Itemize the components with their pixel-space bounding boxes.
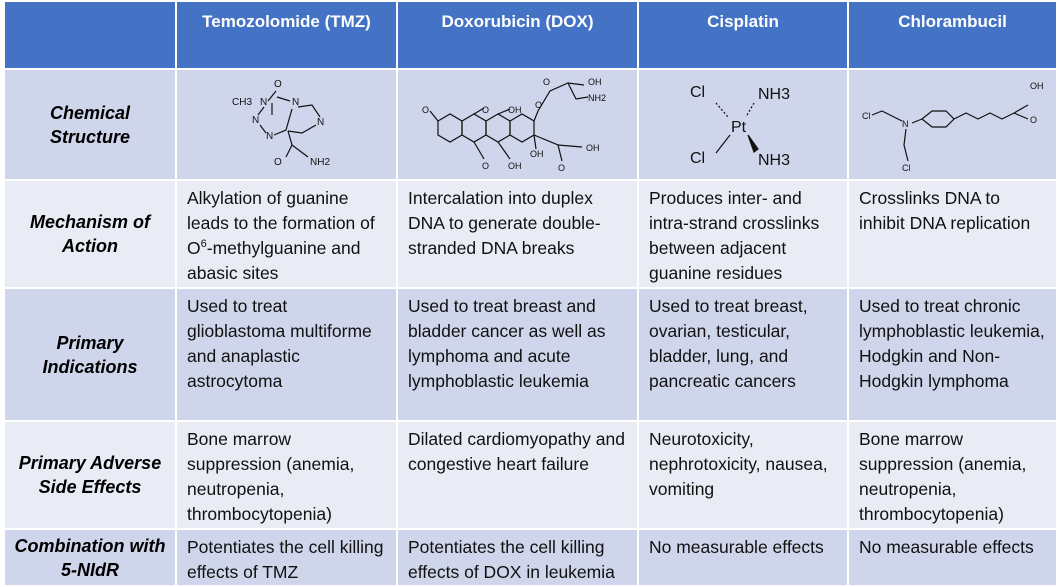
combination-doxorubicin: Potentiates the cell killing effects of … [396, 528, 639, 587]
tmz-n4-label: N [292, 97, 299, 108]
header-temozolomide: Temozolomide (TMZ) [175, 0, 398, 70]
dox-ring-o-label: O [543, 77, 550, 87]
adverse-temozolomide: Bone marrow suppression (anemia, neutrop… [175, 420, 398, 530]
tmz-n3-label: N [266, 131, 273, 142]
row-chemical-structure: Chemical Structure CH3 N O N N N N O NH2 [3, 68, 1058, 181]
row-label-structure: Chemical Structure [3, 68, 177, 181]
chl-o-label: O [1030, 115, 1037, 125]
tmz-n5-label: N [317, 117, 324, 128]
chl-cl2-label: Cl [902, 163, 911, 173]
structure-temozolomide: CH3 N O N N N N O NH2 [175, 68, 398, 181]
row-label-combination: Combination with 5-NIdR [3, 528, 177, 587]
structure-chlorambucil: Cl N Cl OH O [847, 68, 1058, 181]
mechanism-chlorambucil: Crosslinks DNA to inhibit DNA replicatio… [847, 179, 1058, 289]
row-mechanism: Mechanism of Action Alkylation of guanin… [3, 179, 1058, 289]
drug-comparison-table: Temozolomide (TMZ) Doxorubicin (DOX) Cis… [3, 0, 1058, 587]
row-indications: Primary Indications Used to treat gliobl… [3, 287, 1058, 422]
dox-quinone-bottom-o-label: O [482, 161, 489, 171]
row-label-indications: Primary Indications [3, 287, 177, 422]
cis-pt-label: Pt [731, 119, 747, 136]
indications-temozolomide: Used to treat glioblastoma multiforme an… [175, 287, 398, 422]
indications-doxorubicin: Used to treat breast and bladder cancer … [396, 287, 639, 422]
structure-doxorubicin: O O O OH OH O O OH NH2 OH O OH [396, 68, 639, 181]
dox-oh1-label: OH [508, 105, 522, 115]
dox-oh5-label: OH [586, 143, 600, 153]
cis-nh3b-label: NH3 [758, 152, 790, 169]
row-combination: Combination with 5-NIdR Potentiates the … [3, 528, 1058, 587]
tmz-n1-label: N [260, 97, 267, 108]
tmz-n2-label: N [252, 115, 259, 126]
dox-oh2-label: OH [508, 161, 522, 171]
cis-cl2-label: Cl [690, 150, 705, 167]
header-chlorambucil: Chlorambucil [847, 0, 1058, 70]
header-cisplatin: Cisplatin [637, 0, 849, 70]
mechanism-temozolomide: Alkylation of guanine leads to the forma… [175, 179, 398, 289]
header-blank [3, 0, 177, 70]
indications-cisplatin: Used to treat breast, ovarian, testicula… [637, 287, 849, 422]
adverse-cisplatin: Neurotoxicity, nephrotoxicity, nausea, v… [637, 420, 849, 530]
dox-ketone-o-label: O [558, 163, 565, 173]
header-doxorubicin: Doxorubicin (DOX) [396, 0, 639, 70]
chl-oh-label: OH [1030, 81, 1044, 91]
tmz-amide-o-label: O [274, 157, 282, 168]
dox-nh2-label: NH2 [588, 93, 606, 103]
combination-cisplatin: No measurable effects [637, 528, 849, 587]
dox-methoxy-o-label: O [422, 105, 429, 115]
temozolomide-structure-image: CH3 N O N N N N O NH2 [232, 79, 330, 168]
row-label-adverse: Primary Adverse Side Effects [3, 420, 177, 530]
dox-oh3-label: OH [588, 77, 602, 87]
adverse-doxorubicin: Dilated cardiomyopathy and congestive he… [396, 420, 639, 530]
header-row: Temozolomide (TMZ) Doxorubicin (DOX) Cis… [3, 0, 1058, 70]
dox-link-o-label: O [535, 100, 542, 110]
indications-chlorambucil: Used to treat chronic lymphoblastic leuk… [847, 287, 1058, 422]
cis-cl1-label: Cl [690, 84, 705, 101]
tmz-methyl-label: CH3 [232, 97, 252, 108]
row-adverse-effects: Primary Adverse Side Effects Bone marrow… [3, 420, 1058, 530]
mechanism-doxorubicin: Intercalation into duplex DNA to generat… [396, 179, 639, 289]
mechanism-cisplatin: Produces inter- and intra-strand crossli… [637, 179, 849, 289]
mechanism-tmz-superscript: 6 [200, 238, 207, 251]
combination-temozolomide: Potentiates the cell killing effects of … [175, 528, 398, 587]
doxorubicin-structure-image: O O O OH OH O O OH NH2 OH O OH [422, 77, 606, 173]
tmz-o-label: O [274, 79, 282, 90]
dox-quinone-top-o-label: O [482, 105, 489, 115]
mechanism-tmz-text-2: -methylguanine and abasic sites [187, 238, 361, 283]
row-label-mechanism: Mechanism of Action [3, 179, 177, 289]
tmz-nh2-label: NH2 [310, 157, 330, 168]
combination-chlorambucil: No measurable effects [847, 528, 1058, 587]
mechanism-tmz-text-1: Alkylation of guanine leads to the forma… [187, 188, 375, 258]
cisplatin-structure-image: Cl Cl Pt NH3 NH3 [690, 84, 790, 169]
cis-nh3a-label: NH3 [758, 86, 790, 103]
adverse-chlorambucil: Bone marrow suppression (anemia, neutrop… [847, 420, 1058, 530]
chlorambucil-structure-image: Cl N Cl OH O [862, 81, 1044, 173]
structure-cisplatin: Cl Cl Pt NH3 NH3 [637, 68, 849, 181]
dox-oh4-label: OH [530, 149, 544, 159]
chl-cl1-label: Cl [862, 111, 871, 121]
chl-n-label: N [902, 119, 909, 129]
